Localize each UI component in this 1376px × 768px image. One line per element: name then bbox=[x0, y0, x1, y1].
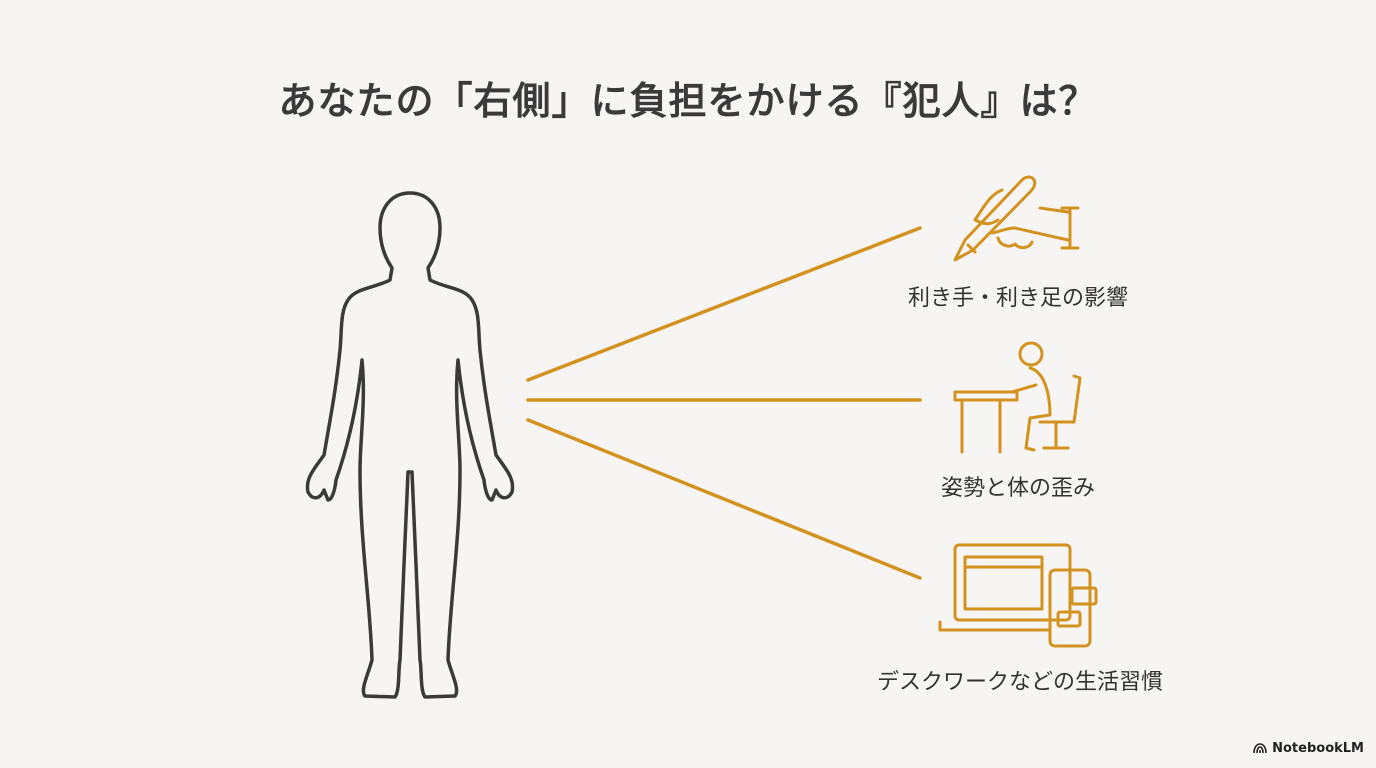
hand-writing-pen-icon bbox=[953, 175, 1080, 262]
cause-label-lifestyle: デスクワークなどの生活習慣 bbox=[876, 670, 1163, 695]
cause-label-posture: 姿勢と体の歪み bbox=[940, 476, 1095, 501]
connector-line-3 bbox=[526, 418, 922, 580]
notebooklm-logo-icon bbox=[1253, 743, 1267, 754]
notebooklm-watermark: NotebookLM bbox=[1253, 741, 1364, 756]
human-body-outline-icon bbox=[305, 191, 515, 699]
slide-title: あなたの「右側」に負担をかける『犯人』は？ bbox=[278, 78, 1098, 123]
cause-label-dominant-side: 利き手・利き足の影響 bbox=[907, 286, 1128, 311]
connector-line-1 bbox=[526, 226, 922, 382]
person-sitting-at-desk-icon bbox=[953, 341, 1082, 454]
laptop-and-smartphone-icon bbox=[938, 543, 1098, 648]
brand-name: NotebookLM bbox=[1272, 741, 1364, 756]
